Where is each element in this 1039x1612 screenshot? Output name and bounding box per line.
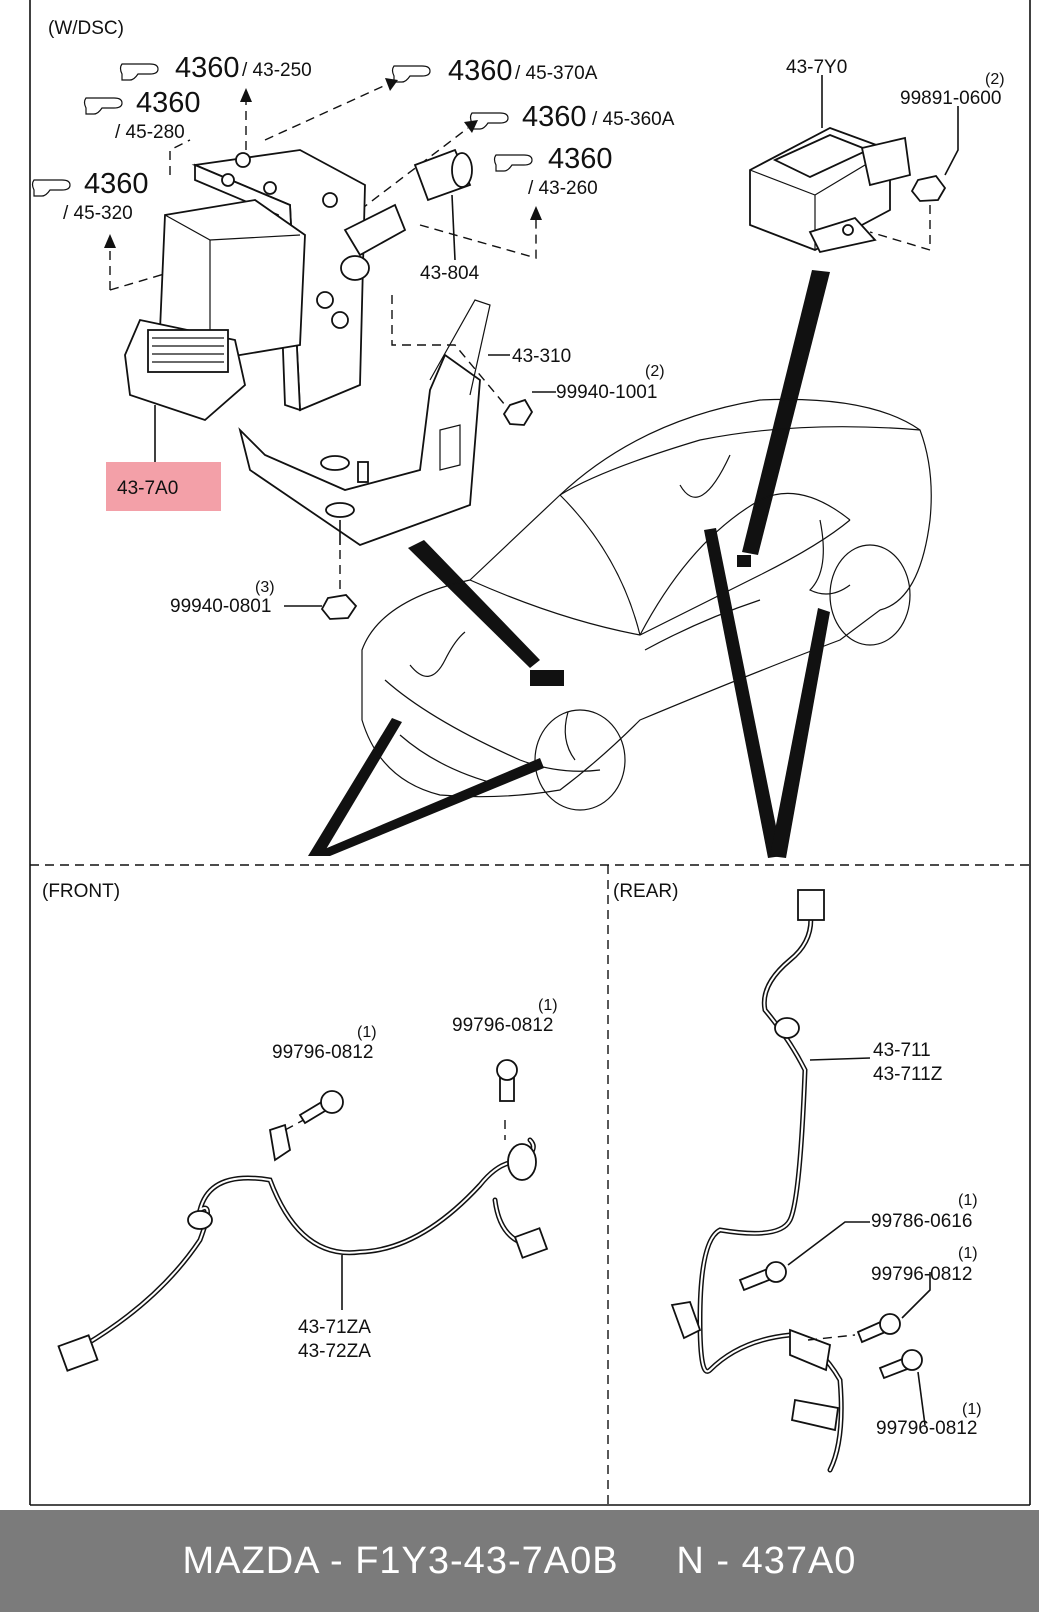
part-label-43-804: 43-804 (420, 263, 480, 284)
svg-text:/ 45-370A: / 45-370A (515, 63, 598, 84)
pointer-front-b (308, 758, 544, 856)
svg-text:(2): (2) (645, 363, 665, 380)
svg-text:4360: 4360 (175, 52, 240, 84)
part-label-99786-0616: 99786-0616 (871, 1211, 972, 1232)
part-label-99796-0812-rear-b: 99796-0812 (871, 1264, 972, 1285)
svg-text:4360: 4360 (84, 168, 149, 200)
svg-text:/ 43-260: / 43-260 (528, 178, 598, 199)
part-label-99796-0812-rear-c: 99796-0812 (876, 1418, 977, 1439)
front-bolt-b (496, 1059, 518, 1102)
rear-wheel-speed-sensor (670, 889, 844, 1473)
svg-text:(1): (1) (538, 997, 558, 1014)
hand-pointer-icon (391, 65, 431, 83)
hand-pointer-icon (31, 179, 71, 197)
svg-text:/ 43-250: / 43-250 (242, 60, 312, 81)
part-label-99796-0812-front-a: 99796-0812 (272, 1042, 373, 1063)
yaw-sensor-unit (749, 127, 911, 254)
leader-bracket-nut (391, 295, 506, 406)
svg-text:4360: 4360 (522, 101, 587, 133)
part-label-43-72za: 43-72ZA (298, 1341, 371, 1362)
part-label-99796-0812-front-b: 99796-0812 (452, 1015, 553, 1036)
ref-callout-43-260: 4360 / 43-260 (493, 143, 613, 199)
nut-icon (910, 174, 947, 202)
svg-text:/ 45-360A: / 45-360A (592, 109, 675, 130)
pointer-rear-b (770, 608, 830, 858)
svg-text:(2): (2) (985, 71, 1005, 88)
part-label-99940-0801: 99940-0801 (170, 596, 271, 617)
svg-text:(3): (3) (255, 579, 275, 596)
leader-rear-bolt-c (917, 1371, 926, 1426)
section-title-wdsc: (W/DSC) (48, 18, 124, 39)
part-label-43-711: 43-711 (873, 1040, 931, 1061)
section-title-front: (FRONT) (42, 881, 120, 902)
car-hydraulic-unit-marker (530, 670, 564, 686)
pointer-rear-a (704, 528, 782, 858)
svg-text:(1): (1) (958, 1245, 978, 1262)
parts-diagram: (W/DSC) (FRONT) (REAR) 4360 / 43-250 436… (29, 0, 1031, 1506)
nut-icon (320, 594, 358, 620)
hand-pointer-icon (83, 97, 123, 115)
ref-callout-43-250: 4360 / 43-250 (119, 52, 312, 84)
rear-bolt-c (878, 1349, 923, 1380)
svg-text:(1): (1) (962, 1401, 982, 1418)
part-number-caption-bar: MAZDA - F1Y3-43-7A0B N - 437A0 (0, 1510, 1039, 1612)
section-title-rear: (REAR) (613, 881, 678, 902)
ref-callout-45-320: 4360 / 45-320 (31, 168, 149, 224)
front-wheel-speed-sensor (57, 1109, 549, 1372)
rear-bolt-a (738, 1261, 787, 1292)
hydraulic-unit (124, 148, 491, 547)
ref-callout-45-370a: 4360 / 45-370A (391, 55, 598, 87)
pointer-hydraulic-unit (408, 540, 540, 668)
part-label-43-7y0: 43-7Y0 (786, 57, 847, 78)
nut-icon (502, 398, 534, 426)
svg-text:(1): (1) (958, 1192, 978, 1209)
car-illustration (361, 398, 932, 811)
highlight-box (106, 462, 221, 511)
svg-text:/ 45-280: / 45-280 (115, 122, 185, 143)
hand-pointer-icon (469, 112, 509, 130)
svg-text:/ 45-320: / 45-320 (63, 203, 133, 224)
pointer-front-a (308, 718, 402, 856)
rear-bolt-b (856, 1313, 901, 1344)
leader-rear-dashed (807, 1334, 856, 1341)
leader-nut-top-dashed (869, 205, 931, 251)
leader-rear-bolt-a (787, 1221, 870, 1266)
svg-text:(1): (1) (357, 1024, 377, 1041)
leader-nut-top (944, 106, 959, 176)
svg-text:4360: 4360 (136, 87, 201, 119)
pointer-sensor-unit (742, 270, 830, 555)
leader-rear-bolt-b (901, 1272, 931, 1319)
svg-text:4360: 4360 (448, 55, 513, 87)
ref-callout-45-280: 4360 / 45-280 (83, 87, 201, 143)
ref-callout-45-360a: 4360 / 45-360A (469, 101, 675, 133)
hand-pointer-icon (119, 63, 159, 81)
leader-hose (451, 194, 456, 261)
part-label-43-310: 43-310 (512, 346, 571, 367)
leader-rear-sensor (809, 1057, 871, 1061)
car-sensor-marker (737, 555, 751, 567)
svg-text:4360: 4360 (548, 143, 613, 175)
part-label-43-7a0: 43-7A0 (117, 478, 178, 499)
front-bolt-a (298, 1090, 344, 1125)
part-number-caption: MAZDA - F1Y3-43-7A0B N - 437A0 (182, 1539, 857, 1582)
part-label-43-711z: 43-711Z (873, 1064, 943, 1085)
ref-leader-lines (104, 78, 542, 291)
part-label-99940-1001: 99940-1001 (556, 382, 657, 403)
part-label-43-71za: 43-71ZA (298, 1317, 371, 1338)
hand-pointer-icon (493, 154, 533, 172)
part-label-99891-0600: 99891-0600 (900, 88, 1001, 109)
